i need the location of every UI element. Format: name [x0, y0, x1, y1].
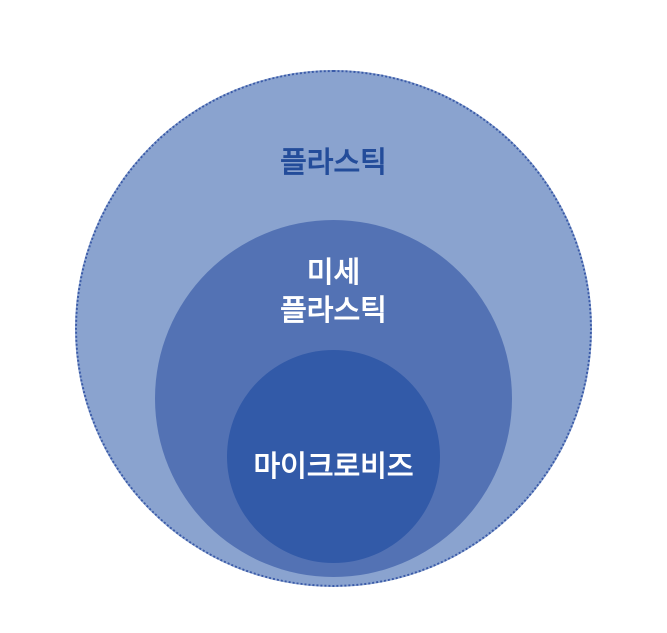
microplastic-label: 미세 플라스틱 [280, 255, 387, 327]
plastic-label: 플라스틱 [280, 145, 387, 179]
microbeads-label: 마이크로비즈 [253, 449, 414, 483]
microbeads-circle [227, 350, 440, 563]
